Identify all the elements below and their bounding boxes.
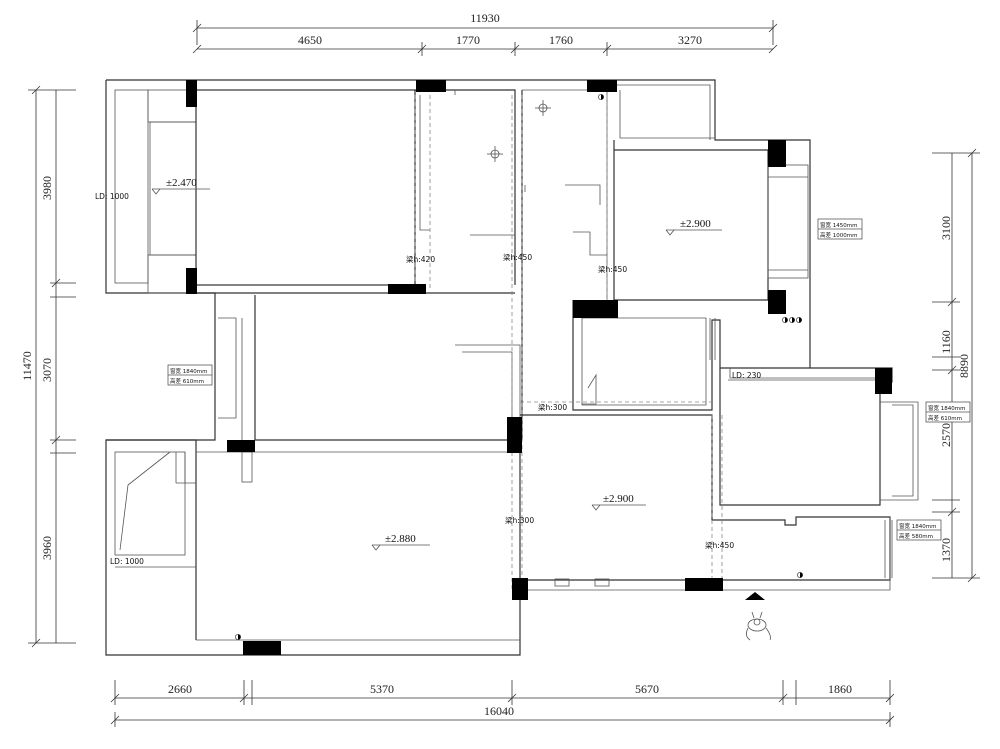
entrance-arrow-icon xyxy=(745,592,765,600)
dim-bottom-4: 1860 xyxy=(828,682,852,696)
beam-label: 梁h:420 xyxy=(406,255,435,264)
window-height-label: 高差 1000mm xyxy=(820,231,857,239)
beam-label: 梁h:450 xyxy=(598,265,627,274)
window-width-label: 窗宽 1450mm xyxy=(820,221,857,229)
dim-bottom-1: 2660 xyxy=(168,682,192,696)
dim-top-total: 11930 xyxy=(470,11,500,25)
window-height-label: 高差 610mm xyxy=(928,414,962,422)
dim-left-2: 3070 xyxy=(40,358,54,382)
window-height-label: 高差 610mm xyxy=(170,377,204,385)
window-width-label: 窗宽 1840mm xyxy=(170,367,207,375)
window-width-label: 窗宽 1840mm xyxy=(928,404,965,412)
level-mark-ne: ±2.900 xyxy=(665,218,722,236)
dim-top-1: 4650 xyxy=(298,33,322,47)
dim-bottom-2: 5370 xyxy=(370,682,394,696)
window-tag-west: 窗宽 1840mm 高差 610mm xyxy=(167,364,213,386)
dim-top-2: 1770 xyxy=(456,33,480,47)
window-height-label: 高差 580mm xyxy=(899,532,933,540)
ld-label: LD: 1000 xyxy=(95,192,129,201)
level-label: ±2.880 xyxy=(385,533,416,545)
beam-label: 梁h:450 xyxy=(503,253,532,262)
dim-left-1: 3980 xyxy=(40,176,54,200)
outlet-icon xyxy=(797,572,804,579)
window-tag-ne: 窗宽 1450mm 高差 1000mm xyxy=(817,218,863,240)
dim-left-total: 11470 xyxy=(20,351,34,381)
beam-label: 梁h:450 xyxy=(705,541,734,550)
dim-right-3: 2570 xyxy=(939,423,953,447)
outlet-icon xyxy=(598,94,605,101)
dim-bottom-total: 16040 xyxy=(484,704,514,718)
person-icon xyxy=(746,611,771,641)
dim-right-1: 3100 xyxy=(939,216,953,240)
window-tag-east: 窗宽 1840mm 高差 610mm xyxy=(925,401,971,423)
window-width-label: 窗宽 1840mm xyxy=(899,522,936,530)
level-mark-nw: ±2.470 xyxy=(151,177,210,195)
ceiling-light-icon xyxy=(535,100,551,116)
level-label: ±2.900 xyxy=(603,493,634,505)
level-mark-dining: ±2.900 xyxy=(591,493,646,511)
level-label: ±2.470 xyxy=(166,177,197,189)
dimension-lines: 11930 4650 1770 1760 3270 11470 3980 307… xyxy=(20,11,980,727)
beam-label: 梁h:300 xyxy=(505,516,534,525)
level-mark-living: ±2.880 xyxy=(371,533,430,551)
dim-top-4: 3270 xyxy=(678,33,702,47)
level-label: ±2.900 xyxy=(680,218,711,230)
beam-lines xyxy=(414,95,723,590)
window-tag-se: 窗宽 1840mm 高差 580mm xyxy=(896,519,942,541)
outlet-icon xyxy=(234,634,241,641)
dim-right-total: 8890 xyxy=(957,354,971,378)
columns xyxy=(186,80,892,655)
ceiling-light-icon xyxy=(487,146,503,162)
dim-right-2: 1160 xyxy=(939,330,953,354)
dim-right-4: 1370 xyxy=(939,538,953,562)
dim-top-3: 1760 xyxy=(549,33,573,47)
dim-bottom-3: 5670 xyxy=(635,682,659,696)
ld-label: LD: 230 xyxy=(732,371,761,380)
beam-label: 梁h:300 xyxy=(538,403,567,412)
outlet-icon xyxy=(782,316,803,323)
dim-left-3: 3960 xyxy=(40,536,54,560)
ld-label: LD: 1000 xyxy=(110,557,144,566)
